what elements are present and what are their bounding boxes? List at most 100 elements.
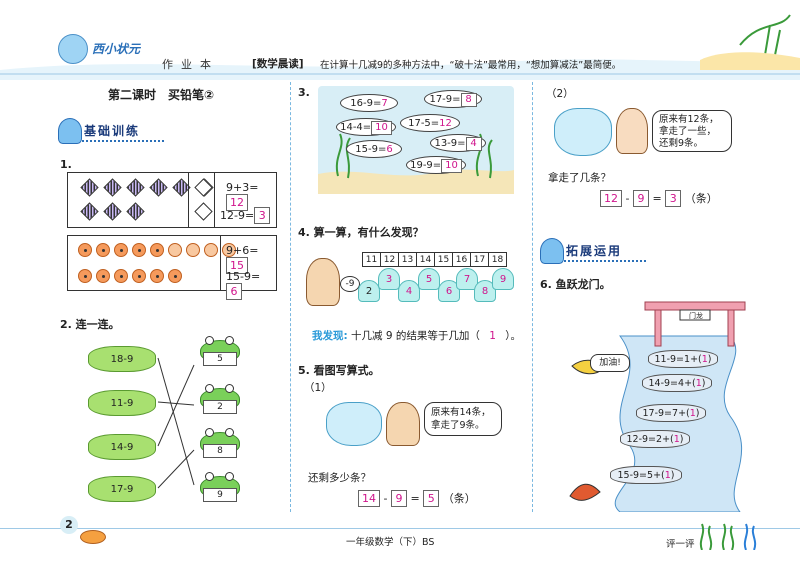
gate-sign: 门龙 [689, 312, 703, 320]
jellyfish-result: 8 [474, 280, 496, 302]
fish-equation: 17-5=12 [400, 114, 460, 132]
lily-pad[interactable]: 18-9 [88, 346, 156, 372]
fish-equation: 17-9=8 [424, 90, 482, 108]
q1-eq1: 9+3=12 [226, 181, 259, 211]
fish-bowl-icon [326, 402, 382, 446]
dot-circle-icon [132, 269, 146, 283]
dot-circle-icon [78, 243, 92, 257]
q5-p2-num: （2） [546, 88, 574, 100]
section-badge-extend: 拓展运用 [540, 238, 648, 264]
diamond-full-icon [80, 202, 99, 221]
fish-equation: 15-9=6 [346, 140, 402, 158]
q1-number: 1. [60, 158, 72, 171]
diamond-full-icon [126, 202, 145, 221]
header-tag: 作业本 [162, 58, 219, 71]
finding-answer[interactable]: 1 [489, 330, 496, 342]
stepping-stone: 14-9=4+(1) [642, 374, 712, 392]
q1-row2-panel: 9+6=15 15-9=6 [67, 235, 277, 300]
jellyfish-result: 6 [438, 280, 460, 302]
empty-circle-icon [168, 243, 182, 257]
dot-circle-icon [114, 243, 128, 257]
fish-equation: 19-9=10 [406, 156, 466, 174]
dot-circle-icon [78, 269, 92, 283]
dot-circle-icon [150, 243, 164, 257]
lily-pad[interactable]: 11-9 [88, 390, 156, 416]
speech-bubble: 原来有12条，拿走了一些，还剩9条。 [652, 110, 732, 152]
q5-p2-question: 拿走了几条？ [548, 172, 611, 184]
section-title-extend: 拓展运用 [566, 244, 623, 258]
q1-eq2: 12-9=3 [220, 207, 271, 224]
header: 西小状元 作业本 [数学晨读] 在计算十几减9的多种方法中，“破十法”最常用，“… [0, 0, 800, 80]
lily-pad[interactable]: 14-9 [88, 434, 156, 460]
footer: 2 一年级数学（下）BS 评一评 [0, 516, 800, 571]
q1-row1-panel: 9+3=12 12-9=3 [67, 172, 277, 228]
q3-number: 3. [298, 86, 310, 99]
q1-eq3: 9+6=15 [226, 244, 259, 274]
jellyfish-result: 5 [418, 268, 440, 290]
answer-box[interactable]: 12 [226, 194, 248, 211]
teacher-icon [58, 118, 82, 144]
fish-decoration-icon [80, 530, 106, 544]
fish-equation: 13-9=4 [430, 134, 486, 152]
q5-p1-num: （1） [304, 382, 332, 394]
dot-circle-icon [132, 243, 146, 257]
answer-box[interactable]: 3 [254, 207, 271, 224]
empty-circle-icon [186, 243, 200, 257]
fish-equation: 16-9=7 [340, 94, 398, 112]
frog-card[interactable]: 5 [195, 336, 245, 370]
header-logo: 西小状元 [92, 42, 141, 56]
q4-finding: 我发现: 十几减 9 的结果等于几加（ 1 ）。 [312, 330, 522, 342]
boy-avatar [386, 402, 420, 446]
lily-pad[interactable]: 17-9 [88, 476, 156, 502]
dot-circle-icon [114, 269, 128, 283]
stepping-stone: 12-9=2+(1) [620, 430, 690, 448]
empty-circle-icon [204, 243, 218, 257]
girl-avatar [616, 108, 648, 154]
frog-card[interactable]: 2 [195, 384, 245, 418]
seaweed-icon [699, 523, 757, 550]
reading-label: [数学晨读] [252, 58, 304, 70]
reading-text: 在计算十几减9的多种方法中，“破十法”最常用，“想加算减法”最简便。 [320, 60, 622, 71]
boy-avatar [306, 258, 340, 306]
dot-circle-icon [150, 269, 164, 283]
q5-p1-question: 还剩多少条？ [308, 472, 371, 484]
empty-circle-icon [222, 243, 236, 257]
frog-card[interactable]: 8 [195, 428, 245, 462]
q4-title: 4. 算一算，有什么发现？ [298, 226, 424, 239]
speech-bubble: 原来有14条，拿走了9条。 [424, 402, 502, 436]
diamond-full-icon [103, 202, 122, 221]
q3-aquarium [318, 86, 514, 194]
dot-circle-icon [96, 269, 110, 283]
q5-p1-equation: 14 - 9 = 5 （条） [358, 490, 476, 507]
q5-p2-equation: 12 - 9 = 3 （条） [600, 190, 718, 207]
stepping-stone: 15-9=5+(1) [610, 466, 682, 484]
jellyfish-result: 3 [378, 268, 400, 290]
op-bubble: -9 [340, 276, 360, 292]
connecting-lines [157, 357, 195, 489]
answer-box[interactable]: 15 [226, 257, 248, 274]
answer-box[interactable]: 6 [226, 283, 242, 300]
diamond-empty-icon [194, 202, 213, 221]
stepping-stone: 11-9=1+(1) [648, 350, 718, 368]
q6-title: 6. 鱼跃龙门。 [540, 278, 611, 291]
fish-equation: 14-4=10 [336, 118, 396, 136]
bird-speech: 加油! [590, 354, 630, 372]
section-badge-basic: 基础训练 [58, 118, 166, 144]
diamond-full-icon [149, 178, 168, 197]
dot-circle-icon [168, 269, 182, 283]
seaweed-decoration [318, 133, 514, 194]
jellyfish-result: 9 [492, 268, 514, 290]
jellyfish-result: 2 [358, 280, 380, 302]
lesson-title: 第二课时 买铅笔② [108, 88, 215, 102]
header-wave-decoration [0, 14, 800, 80]
book-title: 一年级数学（下）BS [346, 537, 435, 548]
section-title-basic: 基础训练 [84, 124, 141, 138]
q1-eq4: 15-9=6 [226, 270, 261, 300]
jellyfish-result: 4 [398, 280, 420, 302]
fish-bowl-icon [554, 108, 612, 156]
review-label: 评一评 [666, 539, 695, 550]
jellyfish-result: 7 [456, 268, 478, 290]
page-number: 2 [60, 516, 78, 534]
frog-card[interactable]: 9 [195, 472, 245, 506]
